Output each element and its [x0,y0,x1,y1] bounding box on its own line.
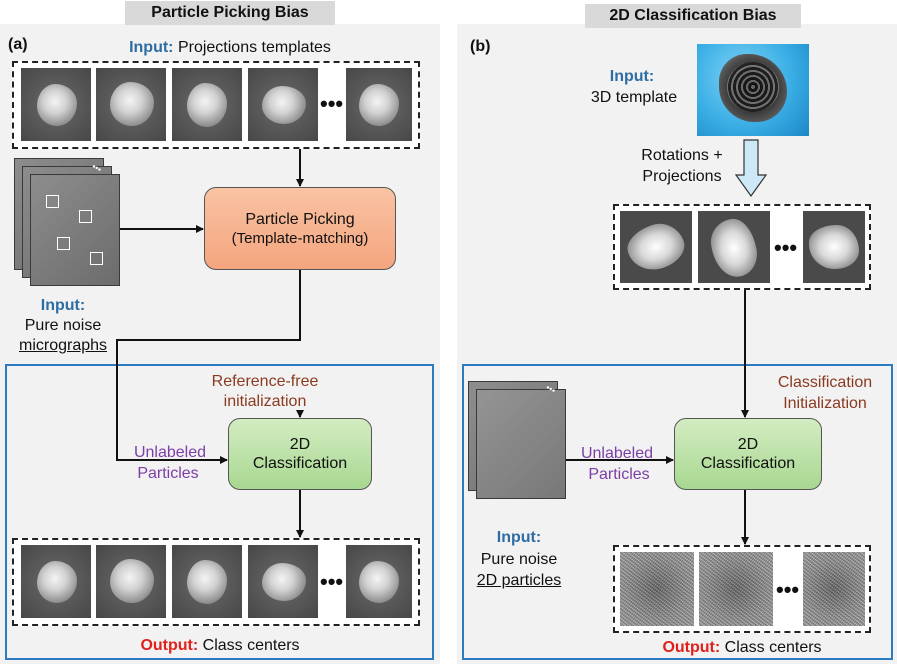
right-panel-title: 2D Classification Bias [585,4,801,28]
left-output-box [5,364,434,660]
right-2d-classification-box: 2D Classification [674,418,822,490]
projection-tile-1 [620,211,692,283]
3d-template-image [697,44,809,136]
left-output-caption: Output: Class centers [110,636,330,655]
template-tile-2 [96,68,166,141]
noisy-center-tile-2 [699,552,773,626]
right-output-text: Class centers [720,639,822,656]
right-init-line1: Classification [777,374,873,391]
class-center-tile-1 [21,545,91,618]
picked-box-1 [46,195,59,208]
left-init-line2: initialization [223,393,307,410]
left-output-ellipsis: ••• [320,569,344,594]
template-tile-3 [172,68,242,141]
class-center-tile-2 [96,545,166,618]
picking-box-line2: (Template-matching) [231,229,369,247]
left-unlabeled-line2: Particles [137,465,199,482]
left-output-text: Class centers [198,637,300,654]
block-arrow-rotations [734,139,768,198]
picking-box-line1: Particle Picking [245,210,355,228]
noisy-center-tile-1 [620,552,694,626]
left-class-box-line2: Classification [252,455,348,472]
right-init-line2: Initialization [783,395,867,412]
micrographs-input-label: Input: [40,297,86,314]
micrographs-line2: micrographs [18,337,108,354]
picked-box-4 [90,252,103,265]
left-unlabeled-line1: Unlabeled [133,444,207,461]
template-tile-4 [248,68,318,141]
input-templates-caption: Input: Projections templates [110,38,350,57]
right-output-box [462,364,893,660]
right-output-caption: Output: Class centers [632,638,852,657]
particles-input-label: Input: [496,529,542,546]
picked-box-2 [79,210,92,223]
right-class-box-line1: 2D [737,436,759,453]
left-output-label: Output: [140,637,199,654]
micrograph-stack-front [30,174,120,286]
right-input-label: Input: [609,68,655,85]
right-unlabeled-line1: Unlabeled [580,445,654,462]
noisy-center-tile-3 [803,552,865,626]
left-2d-classification-box: 2D Classification [228,418,372,490]
particles-line1: Pure noise [480,551,558,568]
class-center-tile-3 [172,545,242,618]
left-panel-label: (a) [8,36,28,53]
left-class-box-line1: 2D [289,436,311,453]
right-panel-label: (b) [470,38,491,55]
right-output-label: Output: [662,639,721,656]
rotations-line2: Projections [642,168,722,185]
projection-tile-3 [803,211,865,283]
particle-stack-front [476,389,566,499]
class-center-tile-5 [346,545,412,618]
line-picking-to-particles [116,270,301,464]
projections-ellipsis: ••• [774,235,798,260]
left-init-line1: Reference-free [211,373,319,390]
input-templates-label: Input: [129,39,174,56]
rotations-line1: Rotations + [641,147,723,164]
right-output-ellipsis: ••• [776,577,800,602]
template-tile-1 [21,68,91,141]
particle-picking-box: Particle Picking (Template-matching) [204,187,396,270]
templates-ellipsis: ••• [320,91,344,116]
right-input-text: 3D template [590,89,678,106]
right-class-box-line2: Classification [700,455,796,472]
template-tile-5 [346,68,412,141]
micrographs-line1: Pure noise [24,317,102,334]
projection-tile-2 [698,211,770,283]
particles-line2: 2D particles [476,572,562,589]
left-panel-title: Particle Picking Bias [125,1,335,25]
input-templates-text: Projections templates [173,39,331,56]
right-unlabeled-line2: Particles [588,466,650,483]
class-center-tile-4 [248,545,318,618]
picked-box-3 [57,237,70,250]
